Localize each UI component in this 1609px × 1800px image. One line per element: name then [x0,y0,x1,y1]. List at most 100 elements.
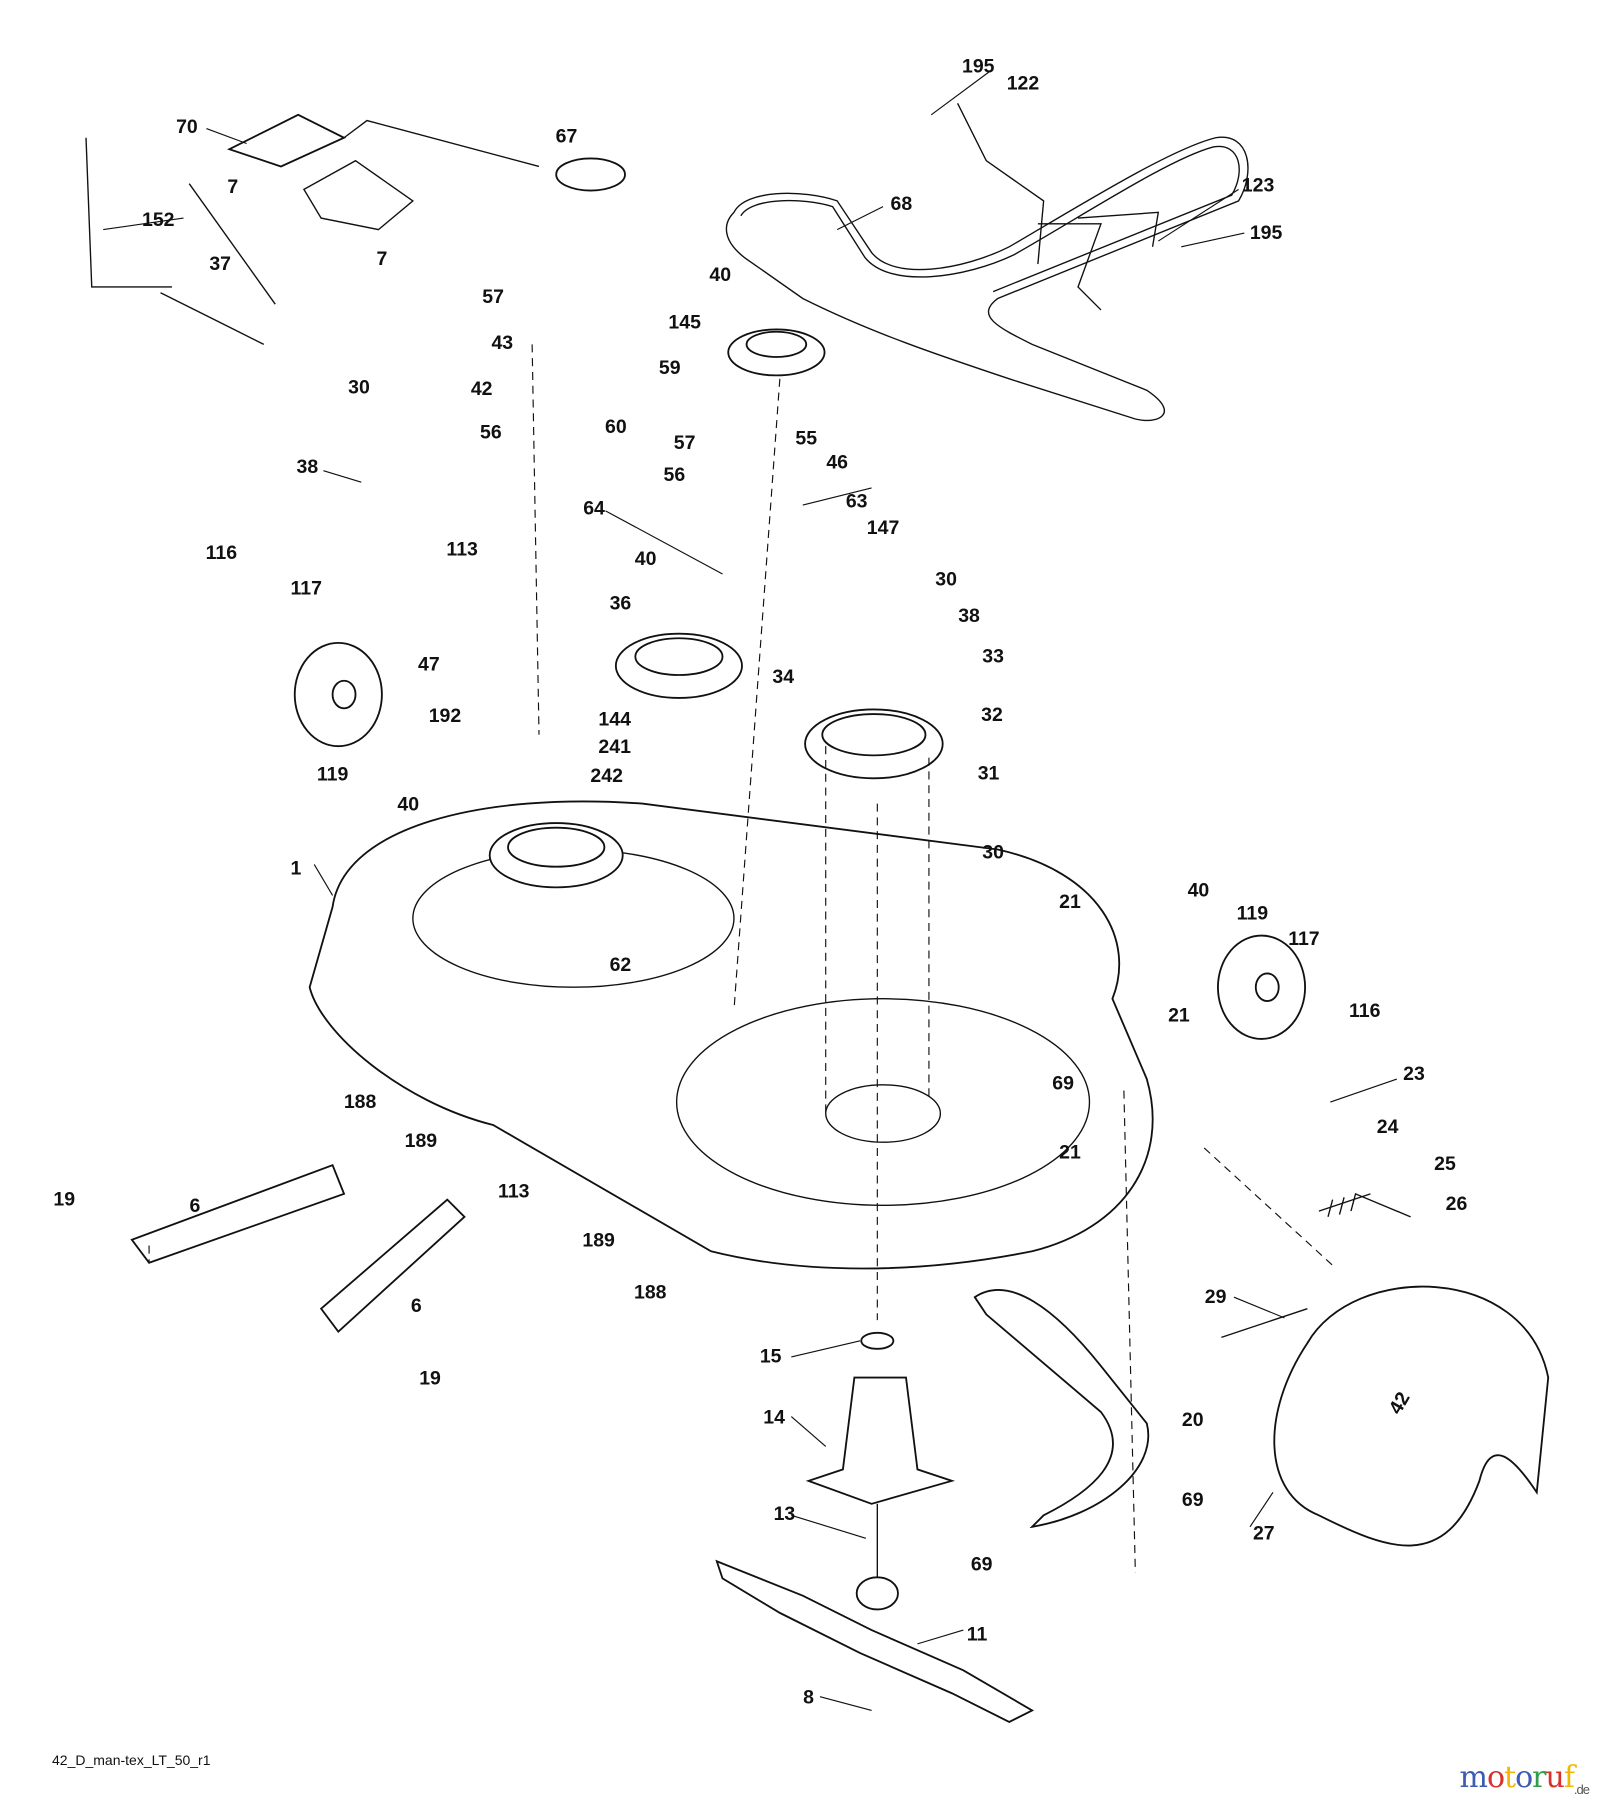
part-label[interactable]: 116 [1349,1000,1381,1022]
part-label[interactable]: 13 [774,1503,796,1525]
part-label[interactable]: 14 [763,1406,785,1428]
part-label[interactable]: 55 [795,427,817,449]
part-label[interactable]: 113 [498,1180,530,1202]
part-label[interactable]: 21 [1059,891,1081,913]
spindle-housing [805,1376,955,1505]
part-label[interactable]: 6 [190,1195,201,1217]
belt-guide [956,103,1160,311]
part-label[interactable]: 30 [982,842,1004,864]
part-label[interactable]: 1 [290,858,301,880]
part-label[interactable]: 57 [674,432,696,454]
front-hanger-left [130,1164,346,1264]
part-label[interactable]: 192 [429,705,462,727]
part-labels: 195 122 123 195 68 70 67 7 7 152 37 57 4… [53,55,1467,1708]
spindle-washer [860,1331,895,1350]
discharge-chute [1273,1285,1550,1547]
part-label[interactable]: 20 [1182,1409,1204,1431]
part-label[interactable]: 37 [209,253,231,275]
part-label[interactable]: 30 [935,568,957,590]
part-label[interactable]: 242 [590,765,623,787]
part-label[interactable]: 67 [556,125,578,147]
part-label[interactable]: 195 [1250,222,1283,244]
part-label[interactable]: 19 [419,1367,441,1389]
part-label[interactable]: 27 [1253,1522,1275,1544]
part-label[interactable]: 19 [53,1188,75,1210]
part-label[interactable]: 69 [1182,1489,1204,1511]
spring-24 [1318,1192,1411,1218]
part-label[interactable]: 38 [958,605,980,627]
decal-67 [555,157,626,192]
part-label[interactable]: 147 [867,517,900,539]
part-label[interactable]: 23 [1403,1063,1425,1085]
part-label[interactable]: 62 [610,954,632,976]
part-label[interactable]: 69 [1052,1072,1074,1094]
part-label[interactable]: 63 [846,490,868,512]
part-label[interactable]: 188 [634,1281,667,1303]
part-label[interactable]: 43 [491,332,513,354]
part-label[interactable]: 119 [317,764,349,786]
part-label[interactable]: 56 [663,464,685,486]
part-label[interactable]: 34 [772,666,794,688]
drive-belt [725,136,1249,422]
part-label[interactable]: 7 [227,176,238,198]
part-label[interactable]: 40 [1188,880,1210,902]
part-label[interactable]: 195 [962,55,995,77]
part-label[interactable]: 119 [1237,903,1269,925]
part-label[interactable]: 40 [397,793,419,815]
part-label[interactable]: 117 [290,578,321,600]
part-label[interactable]: 11 [967,1623,988,1645]
part-label[interactable]: 46 [826,451,848,473]
part-label[interactable]: 60 [605,416,627,438]
front-hanger-right [319,1198,466,1333]
pin-29 [1221,1308,1308,1339]
mower-blade [715,1559,1035,1723]
part-label[interactable]: 68 [891,193,913,215]
part-label[interactable]: 6 [411,1295,422,1317]
part-label[interactable]: 189 [405,1130,438,1152]
part-label[interactable]: 152 [142,209,175,231]
part-label[interactable]: 29 [1205,1286,1227,1308]
part-label[interactable]: 15 [760,1346,782,1368]
part-label[interactable]: 57 [482,286,504,308]
part-label[interactable]: 47 [418,653,440,675]
part-label[interactable]: 241 [598,736,631,758]
part-label[interactable]: 31 [978,762,1000,784]
part-label[interactable]: 30 [348,377,370,399]
part-label[interactable]: 70 [176,116,198,138]
lift-cable [85,137,276,346]
part-label[interactable]: 59 [659,357,681,379]
part-label[interactable]: 26 [1446,1193,1468,1215]
part-label[interactable]: 8 [803,1687,814,1709]
part-label[interactable]: 116 [206,542,238,564]
part-label[interactable]: 36 [610,593,632,615]
part-label[interactable]: 117 [1288,928,1319,950]
leader-lines [103,68,1398,1712]
stabilizer-arm-20 [973,1289,1150,1529]
part-label[interactable]: 69 [971,1553,993,1575]
part-label[interactable]: 56 [480,422,502,444]
part-label[interactable]: 145 [668,311,701,333]
part-label[interactable]: 113 [446,539,478,561]
part-label[interactable]: 33 [982,645,1004,667]
part-label[interactable]: 189 [582,1230,615,1252]
part-label[interactable]: 24 [1377,1116,1399,1138]
part-label[interactable]: 25 [1434,1153,1456,1175]
lift-lever [226,113,347,168]
part-label[interactable]: 21 [1168,1005,1190,1027]
logo-suffix: .de [1573,1782,1590,1797]
part-label[interactable]: 32 [981,704,1003,726]
part-label[interactable]: 40 [635,548,657,570]
part-label[interactable]: 144 [598,709,631,731]
part-label[interactable]: 40 [709,264,731,286]
part-label[interactable]: 38 [297,456,319,478]
part-label[interactable]: 7 [376,248,387,270]
part-label[interactable]: 42 [471,378,493,400]
part-label[interactable]: 21 [1059,1141,1081,1163]
diagram-code: 42_D_man-tex_LT_50_r1 [52,1752,211,1768]
part-label[interactable]: 122 [1007,73,1040,95]
part-label[interactable]: 64 [583,497,605,519]
part-label[interactable]: 188 [344,1091,377,1113]
part-label[interactable]: 123 [1242,175,1275,197]
mower-deck [308,800,1154,1270]
